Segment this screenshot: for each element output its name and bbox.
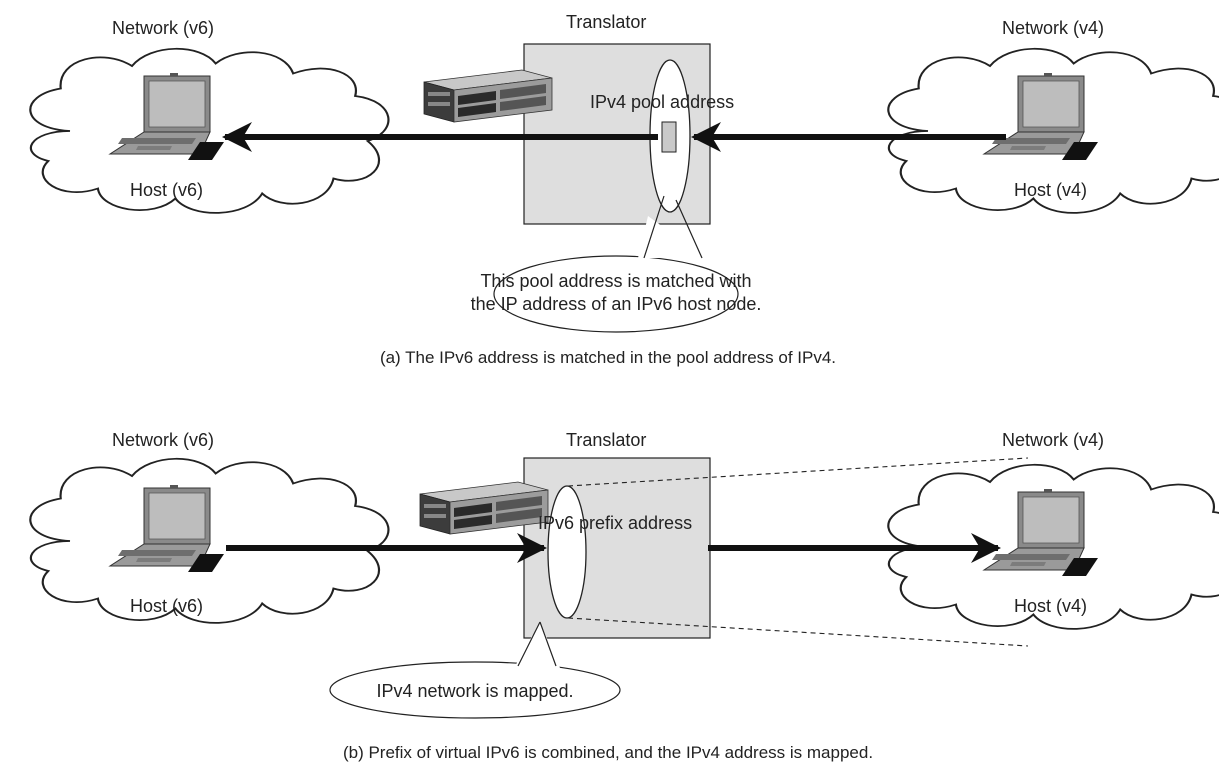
panel-a: Network (v6) Translator Network (v4) IPv… (29, 12, 1219, 367)
host-v4-label-b: Host (v4) (1014, 596, 1087, 616)
panel-b: Network (v6) Translator Network (v4) IPv… (29, 430, 1219, 762)
callout-b: IPv4 network is mapped. (329, 621, 621, 719)
network-v4-label-b: Network (v4) (1002, 430, 1104, 450)
network-v6-label-b: Network (v6) (112, 430, 214, 450)
callout-b-text: IPv4 network is mapped. (376, 681, 573, 701)
callout-a-line1: This pool address is matched with (480, 271, 751, 291)
caption-b: (b) Prefix of virtual IPv6 is combined, … (343, 743, 873, 762)
pool-address-label: IPv4 pool address (590, 92, 734, 112)
network-v4-label-a: Network (v4) (1002, 18, 1104, 38)
callout-a: This pool address is matched with the IP… (471, 195, 762, 333)
host-v6-label-b: Host (v6) (130, 596, 203, 616)
translator-label-a: Translator (566, 12, 646, 32)
prefix-ellipse (547, 485, 587, 619)
network-v6-label-a: Network (v6) (112, 18, 214, 38)
callout-a-line2: the IP address of an IPv6 host node. (471, 294, 762, 314)
mapping-line-top (567, 457, 1029, 487)
host-v6-label-a: Host (v6) (130, 180, 203, 200)
translator-label-b: Translator (566, 430, 646, 450)
pool-address-box (661, 121, 677, 153)
host-v4-label-a: Host (v4) (1014, 180, 1087, 200)
caption-a: (a) The IPv6 address is matched in the p… (380, 348, 836, 367)
prefix-address-label: IPv6 prefix address (538, 513, 692, 533)
mapping-line-bottom (567, 617, 1029, 647)
